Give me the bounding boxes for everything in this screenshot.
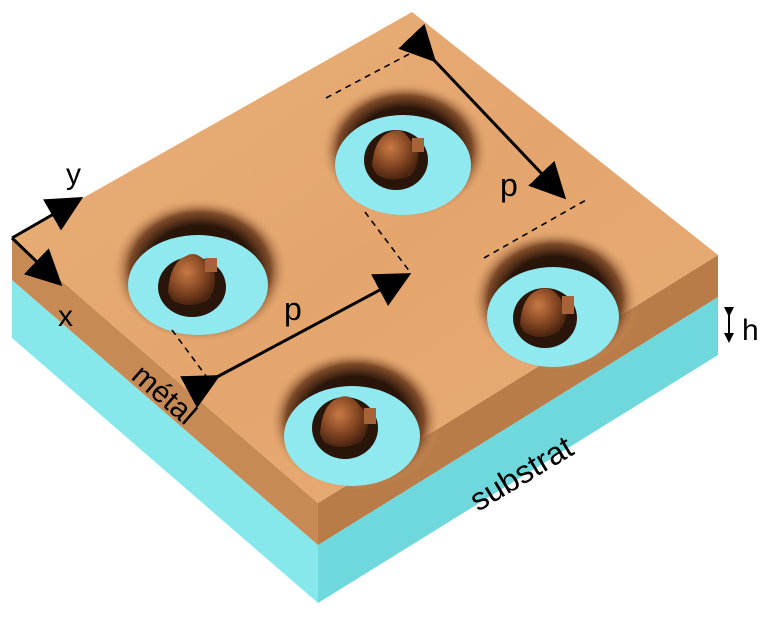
period-top-label: p [500,167,518,203]
hole-left [112,198,288,342]
substrate-right-face [318,297,718,603]
period-bottom-label: p [284,291,302,327]
x-axis-label: x [58,300,73,333]
hole-bottom [269,350,441,490]
period-top-dash-2 [483,199,587,259]
x-axis-arrow [10,236,63,287]
y-axis-arrow [11,197,84,240]
hole-right [471,230,639,370]
period-bottom-arrow [180,273,412,409]
substrate-left-face [12,280,318,603]
y-axis-label: y [66,158,81,191]
period-top-arrow [398,23,567,200]
metal-left-face [12,238,318,545]
hole-top [321,82,489,218]
period-bottom-dash-1 [364,211,411,273]
thickness-label: h [742,314,759,347]
